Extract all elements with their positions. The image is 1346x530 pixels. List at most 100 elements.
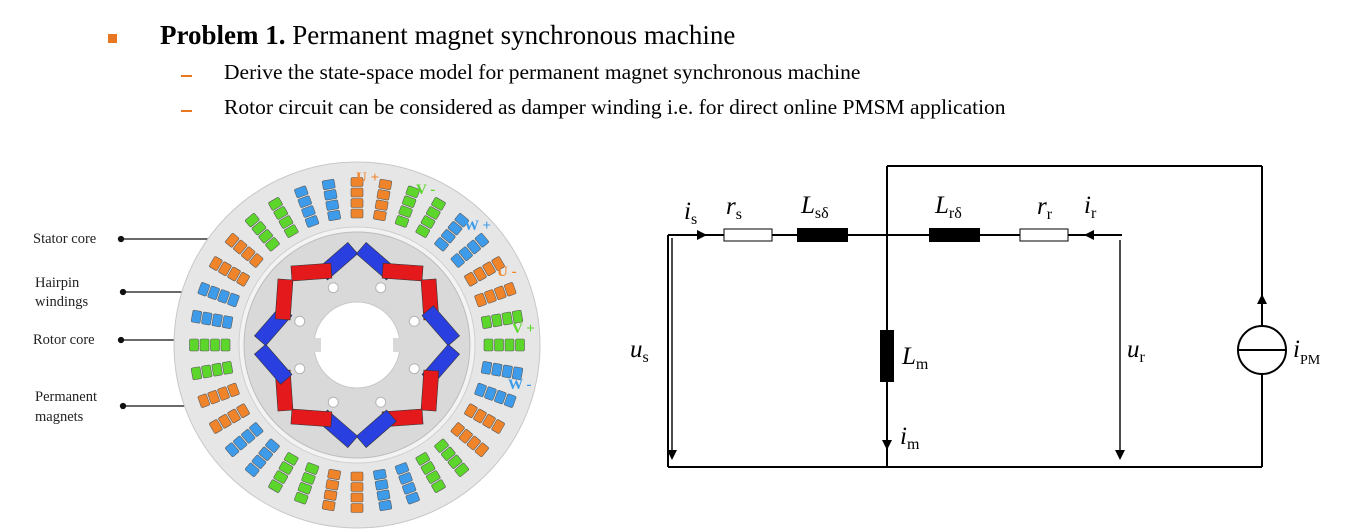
- hairpin-conductor: [431, 197, 446, 211]
- hairpin-conductor: [373, 209, 387, 222]
- phase-u-minus: U -: [497, 264, 517, 280]
- inductor-lrd: [929, 228, 980, 242]
- hairpin-slot: [268, 452, 299, 493]
- hairpin-conductor: [420, 215, 436, 229]
- hairpin-slot: [189, 338, 231, 352]
- permanent-magnet: [290, 262, 333, 282]
- hairpin-conductor: [220, 338, 231, 352]
- rotor-hole: [375, 396, 387, 408]
- subpoint-2: Rotor circuit can be considered as dampe…: [224, 95, 1006, 119]
- hairpin-conductor: [378, 499, 393, 512]
- hairpin-slot: [474, 382, 517, 408]
- hairpin-conductor: [511, 366, 524, 381]
- hairpin-conductor: [301, 205, 316, 218]
- label-magnets-2: magnets: [35, 409, 84, 425]
- hairpin-slot: [464, 256, 505, 287]
- hairpin-conductor: [268, 197, 283, 211]
- hairpin-conductor: [236, 403, 250, 418]
- hairpin-conductor: [402, 482, 417, 495]
- hairpin-conductor: [434, 438, 449, 453]
- label-ipm: iPM: [1293, 336, 1321, 368]
- hairpin-conductor: [278, 215, 294, 229]
- hairpin-conductor: [491, 362, 503, 377]
- hairpin-conductor: [484, 386, 497, 401]
- hairpin-slot: [373, 178, 393, 222]
- hairpin-conductor: [474, 233, 489, 248]
- rotor-hole: [408, 363, 420, 375]
- hairpin-conductor: [405, 185, 420, 198]
- hairpin-conductor: [273, 470, 288, 484]
- hairpin-slot: [350, 177, 364, 219]
- hairpin-conductor: [373, 468, 387, 481]
- hairpin-slot: [321, 178, 341, 222]
- label-ur: ur: [1127, 336, 1146, 366]
- hairpin-slot: [190, 309, 234, 329]
- hairpin-slot: [209, 403, 250, 434]
- hairpin-conductor: [217, 386, 230, 401]
- hairpin-conductor: [466, 435, 481, 451]
- rotor-hole: [327, 282, 339, 294]
- hairpin-conductor: [426, 206, 441, 220]
- leader-dot: [119, 402, 127, 410]
- hairpin-conductor: [227, 408, 241, 424]
- label-is: is: [684, 198, 697, 228]
- hairpin-slot: [394, 185, 420, 228]
- phase-v-plus: V +: [512, 321, 535, 337]
- hairpin-conductor: [249, 253, 264, 268]
- dash-bullet-icon: [181, 75, 192, 77]
- hairpin-conductor: [209, 256, 223, 271]
- hairpin-conductor: [415, 224, 430, 238]
- label-im: im: [900, 423, 920, 453]
- hairpin-conductor: [474, 292, 487, 308]
- dash-bullet-icon: [181, 110, 192, 112]
- label-stator-core: Stator core: [33, 231, 96, 247]
- hairpin-slot: [434, 213, 469, 252]
- hairpin-slot: [434, 438, 469, 477]
- hairpin-conductor: [297, 195, 312, 208]
- hairpin-conductor: [251, 221, 267, 236]
- shaft-bore: [313, 301, 401, 389]
- hairpin-conductor: [473, 408, 487, 424]
- hairpin-conductor: [210, 338, 220, 352]
- hairpin-conductor: [301, 472, 316, 485]
- hairpin-conductor: [494, 285, 507, 300]
- hairpin-conductor: [398, 205, 413, 218]
- hairpin-conductor: [211, 362, 223, 377]
- hairpin-conductor: [458, 429, 473, 444]
- hairpin-conductor: [515, 338, 525, 352]
- bullet-square-icon: [108, 34, 117, 43]
- hairpin-conductor: [221, 315, 234, 329]
- hairpin-conductor: [189, 338, 199, 352]
- hairpin-conductor: [376, 189, 391, 201]
- hairpin-conductor: [350, 208, 364, 219]
- hairpin-conductor: [304, 215, 320, 228]
- hairpin-conductor: [420, 461, 436, 475]
- hairpin-conductor: [221, 361, 234, 375]
- hairpin-conductor: [402, 195, 417, 208]
- hairpin-conductor: [474, 442, 489, 457]
- hairpin-conductor: [511, 309, 524, 324]
- hairpin-conductor: [294, 185, 309, 198]
- hairpin-conductor: [278, 461, 294, 475]
- hairpin-conductor: [473, 266, 487, 282]
- hairpin-conductor: [304, 462, 320, 475]
- label-lsd: Lsδ: [800, 192, 829, 222]
- hairpin-conductor: [190, 309, 203, 324]
- equivalent-circuit-diagram: is rs Lsδ Lrδ rr ir us Lm im ur iPM: [630, 165, 1321, 468]
- label-hairpin-2: windings: [35, 294, 89, 310]
- hairpin-conductor: [504, 282, 517, 297]
- permanent-magnets: [253, 241, 461, 449]
- hairpin-conductor: [209, 419, 223, 434]
- hairpin-conductor: [227, 382, 240, 398]
- hairpin-conductor: [245, 462, 260, 477]
- hairpin-slot: [209, 256, 250, 287]
- phase-u-plus: U +: [356, 170, 379, 186]
- hairpin-slot: [268, 197, 299, 238]
- hairpin-conductor: [199, 338, 210, 352]
- permanent-magnet: [355, 409, 397, 449]
- hairpin-slot: [373, 468, 393, 512]
- permanent-magnet: [253, 343, 293, 385]
- hairpin-conductor: [405, 492, 420, 505]
- page-title: Problem 1. Permanent magnet synchronous …: [160, 20, 735, 51]
- shaft-key-right: [393, 338, 401, 352]
